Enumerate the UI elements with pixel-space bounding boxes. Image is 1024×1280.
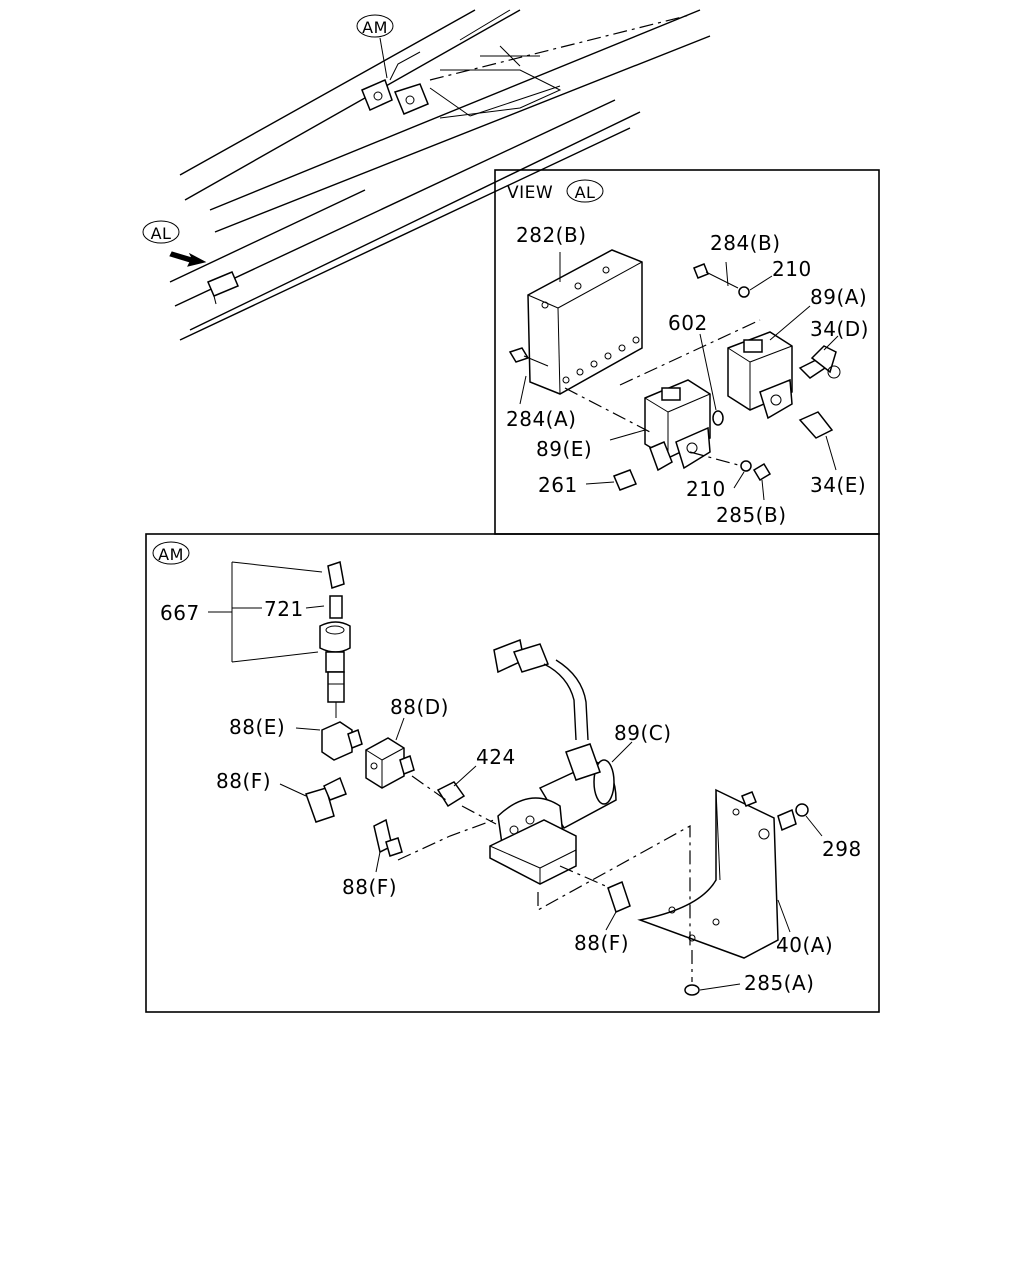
label-285a: 285(A) <box>744 971 814 995</box>
chassis-overview: AM AL <box>142 9 711 341</box>
label-285b: 285(B) <box>716 503 787 527</box>
view-al-panel: VIEW AL <box>494 169 880 535</box>
view-am-ref: AM <box>158 545 184 564</box>
callout-am-label: AM <box>362 18 388 37</box>
label-721: 721 <box>264 597 304 621</box>
view-al-title: VIEW <box>507 183 553 203</box>
label-89e: 89(E) <box>536 437 592 461</box>
label-88d: 88(D) <box>390 695 449 719</box>
label-34d: 34(D) <box>810 317 869 341</box>
label-88e: 88(E) <box>229 715 285 739</box>
label-88f-bottom: 88(F) <box>574 931 629 955</box>
label-88f-mid: 88(F) <box>342 875 397 899</box>
label-602: 602 <box>668 311 708 335</box>
label-667: 667 <box>160 601 200 625</box>
label-284a: 284(A) <box>506 407 576 431</box>
label-284b: 284(B) <box>710 231 781 255</box>
label-424: 424 <box>476 745 516 769</box>
label-282b: 282(B) <box>516 223 587 247</box>
view-al-ref: AL <box>575 183 596 202</box>
label-261: 261 <box>538 473 578 497</box>
label-210-bottom: 210 <box>686 477 726 501</box>
label-40a: 40(A) <box>776 933 833 957</box>
label-89c: 89(C) <box>614 721 672 745</box>
label-88f-left: 88(F) <box>216 769 271 793</box>
callout-al-label: AL <box>151 224 172 243</box>
label-34e: 34(E) <box>810 473 866 497</box>
label-89a: 89(A) <box>810 285 867 309</box>
label-298: 298 <box>822 837 862 861</box>
view-direction-arrow-icon <box>169 251 207 267</box>
label-210-top: 210 <box>772 257 812 281</box>
view-am-panel: AM <box>145 533 880 1013</box>
